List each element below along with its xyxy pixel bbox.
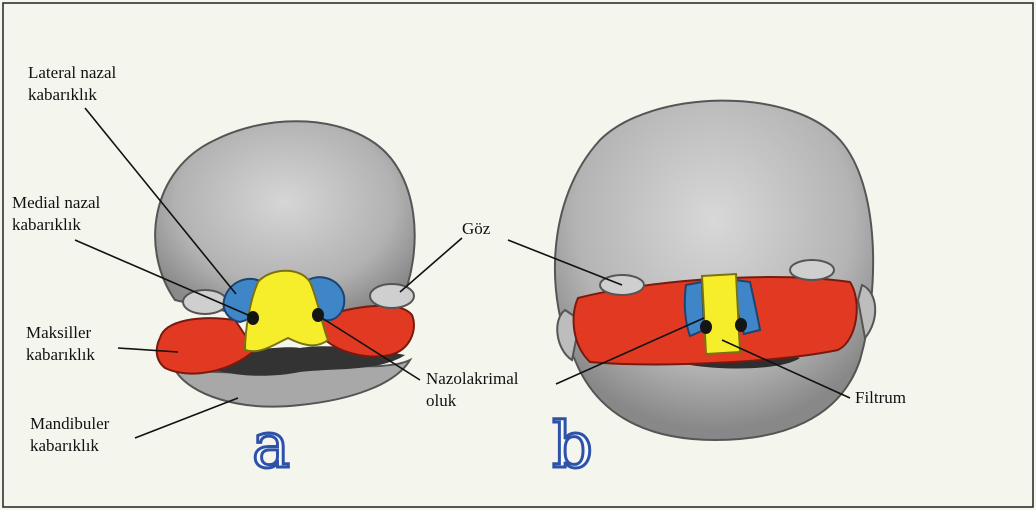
panel-letter-b: b xyxy=(552,414,593,478)
embryo-a-eye-right xyxy=(370,284,414,308)
label-eye: Göz xyxy=(462,218,490,240)
label-nasolacrimal: Nazolakrimal oluk xyxy=(426,368,519,412)
leader-mandibular xyxy=(135,398,238,438)
label-philtrum: Filtrum xyxy=(855,387,906,409)
embryo-a-eye-left xyxy=(183,290,227,314)
embryo-b-eye-right xyxy=(790,260,834,280)
embryo-b-nostril-left xyxy=(700,320,712,334)
label-medial-nasal: Medial nazal kabarıklık xyxy=(12,192,100,236)
label-lateral-nasal: Lateral nazal kabarıklık xyxy=(28,62,116,106)
embryo-a-nostril-right xyxy=(312,308,324,322)
label-mandibular: Mandibuler kabarıklık xyxy=(30,413,109,457)
label-maxillary: Maksiller kabarıklık xyxy=(26,322,95,366)
embryo-a xyxy=(155,121,415,406)
panel-letter-a: a xyxy=(252,414,290,478)
embryo-b xyxy=(555,101,875,440)
embryo-b-philtrum xyxy=(702,274,740,354)
embryo-b-nostril-right xyxy=(735,318,747,332)
